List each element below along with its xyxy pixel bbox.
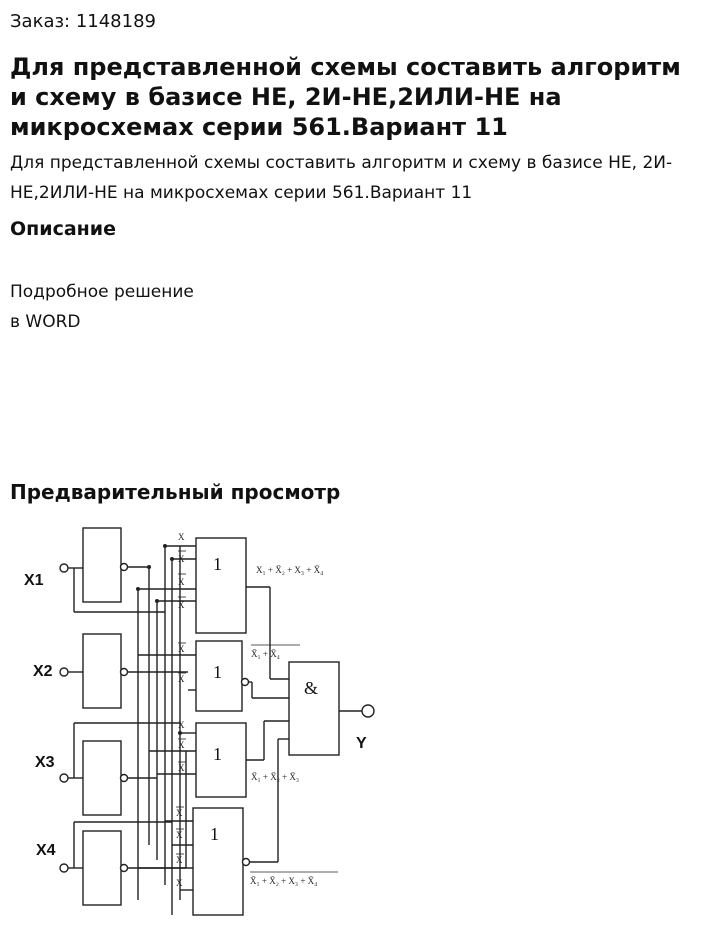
input-label-x2: X2 (33, 663, 53, 680)
svg-text:X: X (178, 554, 185, 564)
svg-text:X: X (176, 830, 183, 840)
and-gate-symbol: & (304, 678, 318, 698)
svg-text:X: X (178, 577, 185, 587)
svg-text:X: X (178, 720, 185, 730)
svg-text:X: X (178, 740, 185, 750)
page-title: Для представленной схемы составить алгор… (10, 53, 681, 141)
svg-text:X₁ + X̄₂ + X₃ + X̄₄: X₁ + X̄₂ + X₃ + X̄₄ (256, 565, 323, 575)
task-description: Для представленной схемы составить алгор… (10, 153, 673, 203)
svg-text:X̄₁ + X̄₄: X̄₁ + X̄₄ (251, 649, 280, 659)
description-heading: Описание (10, 218, 117, 240)
svg-text:X: X (178, 763, 185, 773)
svg-text:X: X (176, 855, 183, 865)
description-line-1: Подробное решение (10, 282, 194, 302)
description-line-2: в WORD (10, 312, 81, 332)
order-number: Заказ: 1148189 (10, 11, 156, 32)
svg-text:X: X (178, 600, 185, 610)
svg-text:X: X (176, 878, 183, 888)
svg-text:X̄₁ + X̄₂ + X₃ + X̄₄: X̄₁ + X̄₂ + X₃ + X̄₄ (250, 876, 317, 886)
or-gate-3-symbol: 1 (213, 744, 222, 764)
svg-text:X: X (178, 644, 185, 654)
input-label-x1: X1 (24, 572, 44, 589)
or-gate-2-symbol: 1 (213, 662, 222, 682)
input-label-x3: X3 (35, 754, 55, 771)
svg-text:X̄₁ + X̄₂ + X̄₃: X̄₁ + X̄₂ + X̄₃ (251, 772, 299, 782)
svg-text:X: X (178, 674, 185, 684)
logic-circuit-diagram: X1 X2 X3 X4 Y 1 1 1 1 & X X X X X X X X … (24, 527, 375, 916)
or-gate-1-symbol: 1 (213, 554, 222, 574)
output-label-y: Y (356, 735, 367, 752)
preview-heading: Предварительный просмотр (10, 480, 341, 504)
input-label-x4: X4 (36, 842, 56, 859)
svg-text:X: X (178, 532, 185, 542)
svg-text:X: X (176, 808, 183, 818)
or-gate-4-symbol: 1 (210, 824, 219, 844)
